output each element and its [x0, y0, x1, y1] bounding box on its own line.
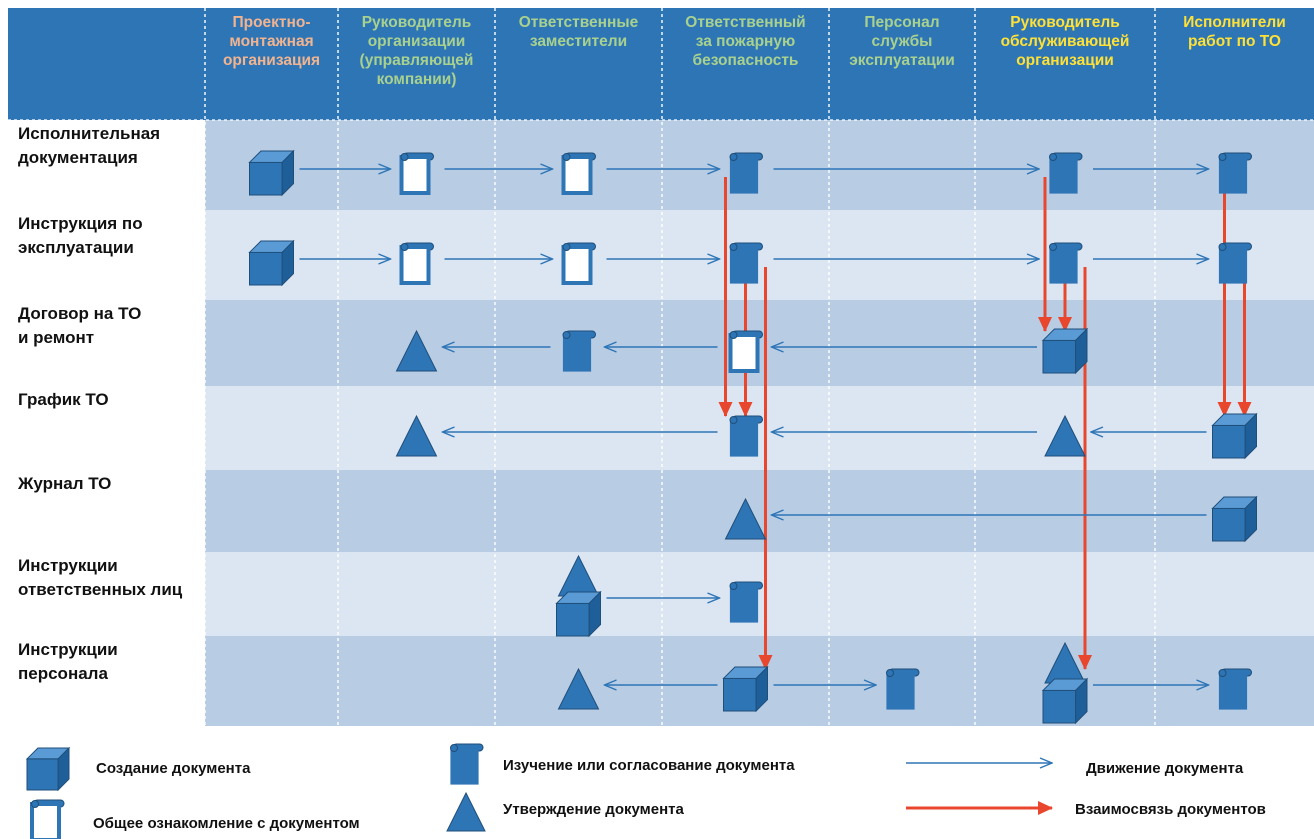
familiarize-document-icon: [561, 242, 596, 285]
create-document-icon: [1211, 495, 1258, 543]
familiarize-document-icon: [728, 330, 763, 373]
legend-approve-icon: [446, 791, 486, 832]
row-label-cell: [8, 210, 205, 300]
review-document-icon: [562, 330, 596, 372]
legend-relation-label: Взаимосвязь документов: [1075, 801, 1266, 818]
legend-approve-label: Утверждение документа: [503, 801, 684, 818]
approve-document-icon: [395, 414, 438, 457]
familiarize-document-icon: [399, 152, 434, 195]
review-document-icon: [729, 415, 763, 457]
row-band: [205, 470, 1314, 552]
create-document-icon: [248, 239, 295, 287]
review-document-icon: [886, 668, 920, 710]
row-band: [205, 120, 1314, 210]
row-label-cell: [8, 386, 205, 470]
approve-document-icon: [395, 329, 438, 372]
legend-familiarize-label: Общее ознакомление с документом: [93, 815, 360, 832]
review-document-icon: [1049, 242, 1083, 284]
create-document-icon: [722, 665, 769, 713]
review-document-icon: [1218, 242, 1252, 284]
legend-familiarize-icon: [30, 799, 65, 839]
legend-review-label: Изучение или согласование документа: [503, 757, 795, 774]
create-document-icon: [555, 590, 602, 638]
row-label-cell: [8, 300, 205, 386]
row-label: График ТО: [18, 390, 109, 409]
row-band: [205, 210, 1314, 300]
legend-create-icon: [25, 746, 71, 792]
create-document-icon: [1041, 677, 1089, 725]
row-label-cell: [8, 120, 205, 210]
create-document-icon: [1041, 327, 1089, 375]
familiarize-document-icon: [399, 242, 434, 285]
familiarize-document-icon: [561, 152, 596, 195]
header-band: [8, 8, 1314, 120]
legend-movement-label: Движение документа: [1086, 760, 1244, 777]
review-document-icon: [729, 581, 763, 623]
review-document-icon: [1049, 152, 1083, 194]
create-document-icon: [1211, 412, 1258, 460]
row-label-cell: [8, 470, 205, 552]
approve-document-icon: [724, 497, 767, 540]
review-document-icon: [1218, 668, 1252, 710]
legend-review-icon: [450, 743, 484, 785]
create-document-icon: [248, 149, 295, 197]
row-band: [205, 386, 1314, 470]
review-document-icon: [729, 242, 763, 284]
row-label-cell: [8, 552, 205, 636]
approve-document-icon: [557, 667, 600, 710]
row-label-cell: [8, 636, 205, 726]
row-band: [205, 552, 1314, 636]
review-document-icon: [729, 152, 763, 194]
row-label: Журнал ТО: [18, 474, 112, 493]
approve-document-icon: [1044, 414, 1086, 457]
review-document-icon: [1218, 152, 1252, 194]
legend-create-label: Создание документа: [96, 760, 251, 777]
